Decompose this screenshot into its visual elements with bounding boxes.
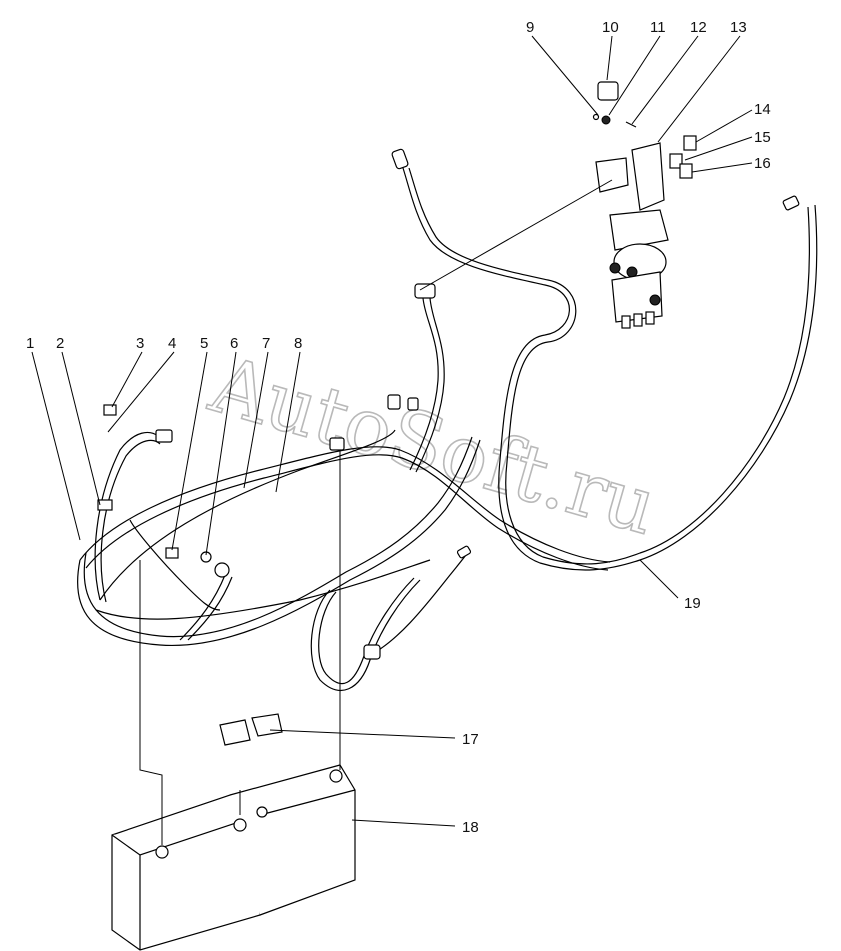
cable-sleeve — [363, 644, 381, 660]
callout-4: 4 — [168, 335, 176, 352]
batteries — [111, 764, 356, 951]
terminal-4 — [155, 429, 173, 443]
mounting-bracket — [595, 157, 629, 193]
terminal-right — [782, 195, 800, 211]
callout-1: 1 — [26, 335, 34, 352]
callout-16: 16 — [754, 155, 771, 172]
terminal-8b — [407, 397, 419, 411]
callout-13: 13 — [730, 19, 747, 36]
callout-17: 17 — [462, 731, 479, 748]
bracket-2 — [97, 499, 113, 511]
clip-14 — [683, 135, 697, 151]
callouts: 1 2 3 4 5 6 7 8 9 10 11 12 13 14 15 16 1… — [26, 19, 771, 836]
callout-19: 19 — [684, 595, 701, 612]
callout-2: 2 — [56, 335, 64, 352]
terminal-6 — [214, 562, 230, 578]
callout-11: 11 — [650, 19, 666, 36]
terminal-8a — [387, 394, 401, 410]
callout-14: 14 — [754, 101, 771, 118]
callout-18: 18 — [462, 819, 479, 836]
reference-lines — [139, 450, 341, 845]
cables — [76, 148, 818, 691]
nut — [601, 115, 611, 125]
relay-housing — [631, 142, 665, 211]
callout-3: 3 — [136, 335, 144, 352]
callout-6: 6 — [230, 335, 238, 352]
watermark: AutoSoft.ru — [200, 340, 666, 553]
relay-block-lower — [611, 271, 663, 323]
bolt-3 — [103, 404, 117, 416]
callout-15: 15 — [754, 129, 771, 146]
terminal-top — [391, 148, 409, 170]
callout-5: 5 — [200, 335, 208, 352]
washer — [592, 113, 600, 121]
clip-16 — [679, 163, 693, 179]
relay-box-assembly — [592, 81, 697, 329]
callout-7: 7 — [262, 335, 270, 352]
callout-8: 8 — [294, 335, 302, 352]
callout-10: 10 — [602, 19, 619, 36]
terminal-7 — [329, 437, 345, 451]
connector — [414, 283, 436, 299]
relay-cap — [597, 81, 619, 101]
terminal-ground — [456, 545, 472, 559]
callout-12: 12 — [690, 19, 707, 36]
screw — [625, 121, 637, 128]
leader-lines — [31, 35, 753, 827]
callout-9: 9 — [526, 19, 534, 36]
relay-block-upper — [609, 209, 669, 251]
terminal-covers — [219, 713, 283, 746]
clip-15 — [669, 153, 683, 169]
